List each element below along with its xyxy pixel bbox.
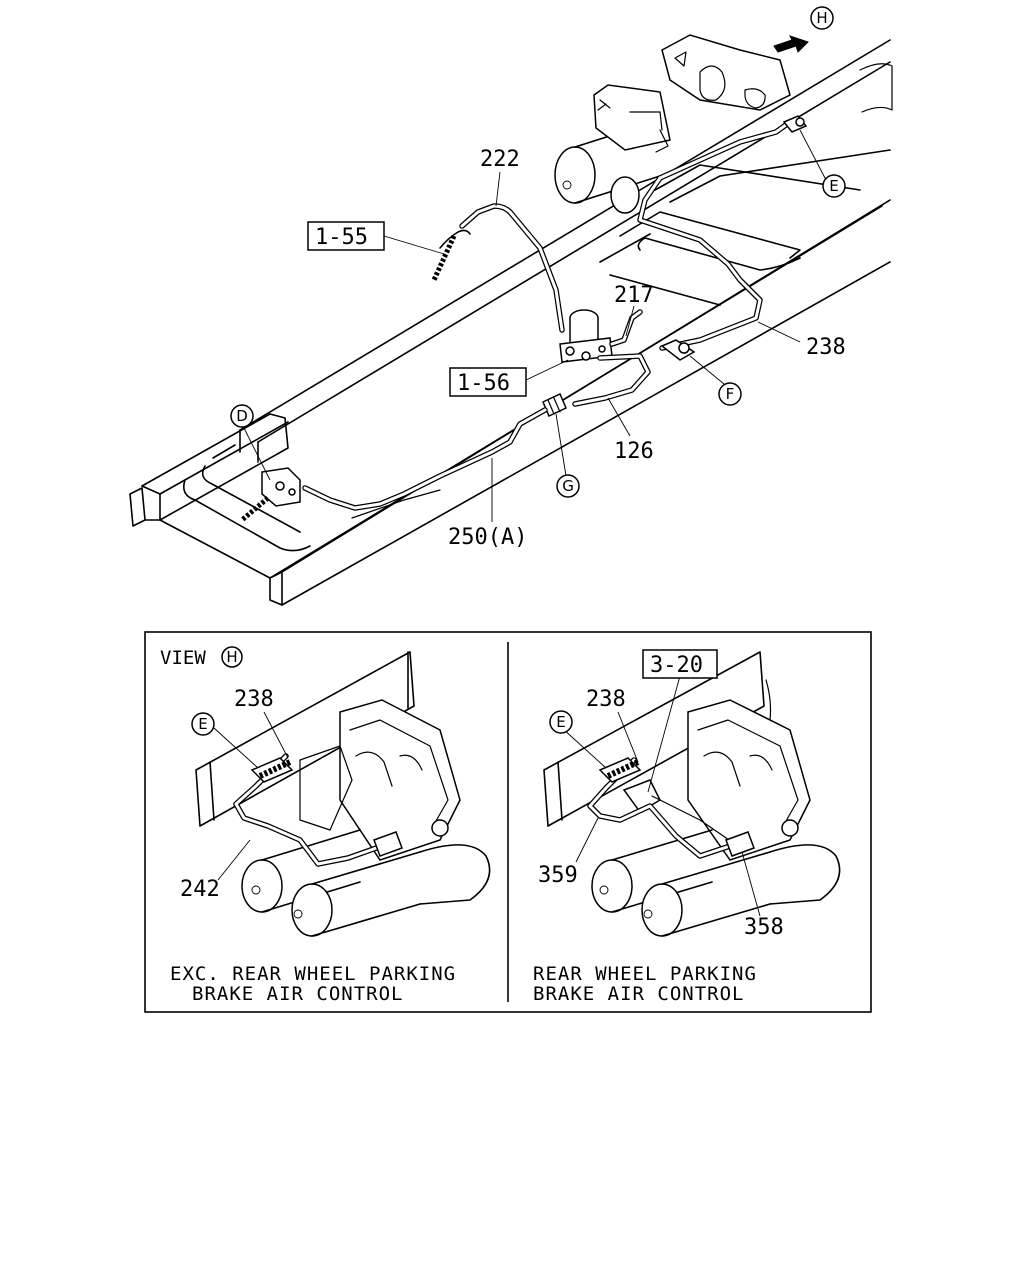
coupler-g (542, 392, 567, 418)
inset-left-marker-e: E (198, 715, 207, 733)
hose-1-55 (431, 234, 457, 282)
view-marker-circle (221, 646, 243, 668)
spring-bracket (593, 34, 893, 153)
marker-h: H (816, 9, 827, 27)
leader-g (555, 413, 567, 477)
inset-right-callout-359: 359 (538, 863, 578, 888)
inset-right-caption-2: BRAKE AIR CONTROL (533, 983, 744, 1005)
air-tank-upper (554, 119, 661, 214)
marker-e: E (829, 177, 838, 195)
callout-1-56: 1-56 (457, 371, 510, 396)
inset-right-callout-3-20: 3-20 (650, 653, 703, 678)
marker-f: F (726, 385, 735, 403)
pipe-250a (302, 407, 548, 511)
inset-right-callout-358: 358 (744, 915, 784, 940)
leader-217 (625, 305, 635, 337)
inset-right-panel: E 3-20 238 359 358 REAR WHEEL PARKING BR… (533, 649, 841, 1005)
callout-box-1-55 (307, 221, 385, 251)
frame-end-plate (129, 487, 146, 527)
crossmember-inner (182, 479, 311, 552)
callout-1-55: 1-55 (315, 225, 368, 250)
inset-right-marker-e: E (556, 713, 565, 731)
fitting-d (261, 467, 301, 507)
callout-217: 217 (614, 283, 654, 308)
marker-h-circle (810, 6, 834, 30)
leader-126 (607, 397, 631, 437)
marker-g: G (562, 477, 574, 495)
fitting-e (782, 115, 808, 133)
leader-d (243, 427, 271, 481)
inset-left-caption-1: EXC. REAR WHEEL PARKING (170, 963, 456, 985)
marker-d: D (236, 407, 248, 425)
fitting-f (660, 339, 696, 361)
view-marker: H (226, 648, 237, 666)
view-h-inset: VIEW H (144, 631, 872, 1013)
leader-f (689, 355, 725, 385)
marker-d-circle (230, 404, 254, 428)
rear-crossmember (141, 413, 289, 521)
view-arrow-icon (773, 35, 809, 53)
leader-222 (495, 171, 501, 207)
leader-1-55 (383, 235, 445, 255)
inset-right-callout-238: 238 (586, 687, 626, 712)
leader-1-56 (525, 359, 569, 381)
callout-126: 126 (614, 439, 654, 464)
callout-238: 238 (806, 335, 846, 360)
marker-f-circle (718, 382, 742, 406)
view-label: VIEW (160, 647, 206, 669)
pipe-238 (637, 119, 793, 351)
callout-box-3-20 (642, 649, 718, 679)
inset-left-callout-238: 238 (234, 687, 274, 712)
hose-d (240, 496, 270, 522)
left-rail-top-edge (239, 39, 891, 431)
inset-left-panel: E 238 242 EXC. REAR WHEEL PARKING BRAKE … (170, 651, 491, 1005)
callout-250a: 250(A) (448, 525, 527, 550)
marker-e-circle (822, 174, 846, 198)
callout-box-1-56 (449, 367, 527, 397)
inset-right-caption-1: REAR WHEEL PARKING (533, 963, 757, 985)
middle-crossmember (619, 211, 801, 259)
marker-g-circle (556, 474, 580, 498)
relay-valve (559, 309, 613, 363)
leader-238 (757, 321, 801, 343)
inset-left-caption-2: BRAKE AIR CONTROL (192, 983, 403, 1005)
callout-222: 222 (480, 147, 520, 172)
inset-left-callout-242: 242 (180, 877, 220, 902)
main-chassis-view: 222 1-55 217 238 1-56 126 250(A) H E D F… (129, 6, 893, 606)
leader-e (799, 129, 827, 181)
